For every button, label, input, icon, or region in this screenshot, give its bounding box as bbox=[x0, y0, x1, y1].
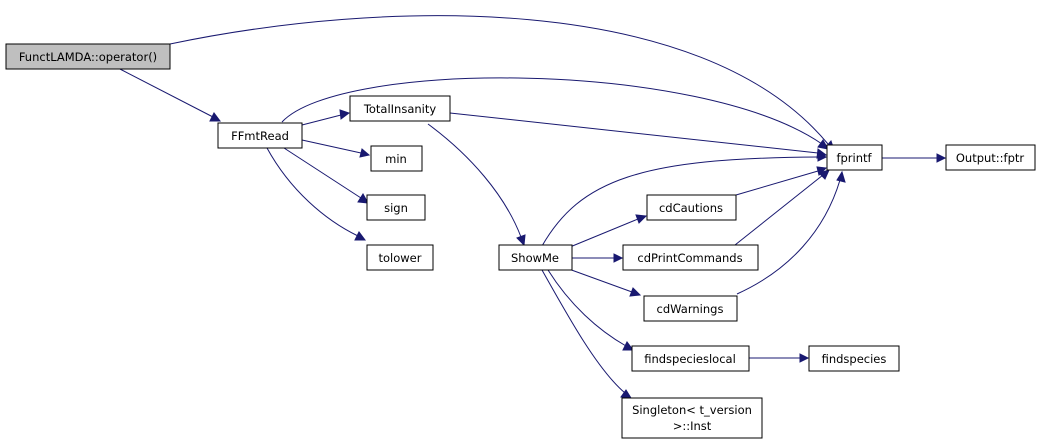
node-box bbox=[643, 295, 738, 322]
node-box bbox=[366, 194, 426, 221]
node-box bbox=[808, 345, 900, 372]
edge-showme-to-singleton bbox=[541, 269, 632, 399]
node-box bbox=[370, 145, 423, 172]
node-label: cdCautions bbox=[659, 201, 723, 215]
edge-totalinsanity-to-fprintf bbox=[449, 112, 828, 159]
edge-showme-to-cdcautions bbox=[569, 214, 648, 248]
edge-showme-to-fprintf bbox=[541, 152, 828, 247]
node-sign[interactable]: sign bbox=[366, 194, 426, 221]
edge-showme-to-cdwarnings bbox=[565, 267, 642, 297]
node-functlamda-operator[interactable]: FunctLAMDA::operator() bbox=[5, 43, 171, 70]
node-label: fprintf bbox=[836, 151, 872, 165]
node-box bbox=[826, 144, 883, 171]
node-fprintf[interactable]: fprintf bbox=[826, 144, 883, 171]
node-min[interactable]: min bbox=[370, 145, 423, 172]
edge-fprintf-to-output-fptr bbox=[882, 153, 947, 163]
node-singleton-inst[interactable]: Singleton< t_version >::Inst bbox=[621, 397, 763, 439]
node-box bbox=[5, 43, 171, 70]
node-label: sign bbox=[384, 201, 408, 215]
node-box bbox=[349, 95, 451, 122]
node-label: cdWarnings bbox=[657, 302, 724, 316]
edge-ffmtread-to-totalinsanity bbox=[301, 109, 351, 126]
edge-ffmtread-to-fprintf bbox=[281, 77, 829, 150]
node-findspecieslocal[interactable]: findspecieslocal bbox=[631, 345, 750, 372]
edge-root-to-ffmtread bbox=[117, 67, 221, 122]
edge-ffmtread-to-tolower bbox=[266, 147, 366, 241]
node-box bbox=[631, 345, 750, 372]
node-box bbox=[217, 122, 303, 149]
node-box bbox=[621, 397, 763, 439]
node-box bbox=[498, 244, 573, 271]
node-label: cdPrintCommands bbox=[637, 251, 742, 265]
node-box bbox=[366, 244, 434, 271]
node-label: FFmtRead bbox=[231, 129, 289, 143]
node-tolower[interactable]: tolower bbox=[366, 244, 434, 271]
edge-showme-to-cdprintcommands bbox=[572, 253, 624, 263]
node-label-line2: >::Inst bbox=[673, 419, 712, 433]
node-label: FunctLAMDA::operator() bbox=[19, 50, 157, 64]
edge-showme-to-findspecieslocal bbox=[547, 269, 634, 351]
node-showme[interactable]: ShowMe bbox=[498, 244, 573, 271]
node-cdprintcommands[interactable]: cdPrintCommands bbox=[622, 244, 759, 271]
node-label: tolower bbox=[379, 251, 422, 265]
node-label: Output::fptr bbox=[956, 151, 1025, 165]
edge-totalinsanity-to-showme bbox=[427, 123, 526, 247]
node-ffmtread[interactable]: FFmtRead bbox=[217, 122, 303, 149]
node-label: findspecies bbox=[822, 352, 887, 366]
node-cdcautions[interactable]: cdCautions bbox=[646, 194, 737, 221]
node-label: TotalInsanity bbox=[363, 102, 437, 116]
node-box bbox=[646, 194, 737, 221]
edge-ffmtread-to-sign bbox=[283, 147, 369, 204]
node-box bbox=[945, 144, 1036, 171]
edge-cdprintcommands-to-fprintf bbox=[734, 169, 830, 246]
node-cdwarnings[interactable]: cdWarnings bbox=[643, 295, 738, 322]
node-label: min bbox=[385, 152, 407, 166]
node-box bbox=[622, 244, 759, 271]
edge-ffmtread-to-min bbox=[301, 139, 371, 158]
node-totalinsanity[interactable]: TotalInsanity bbox=[349, 95, 451, 122]
edge-findspecieslocal-to-findspecies bbox=[749, 353, 810, 363]
node-label: ShowMe bbox=[511, 251, 559, 265]
node-findspecies[interactable]: findspecies bbox=[808, 345, 900, 372]
node-label: findspecieslocal bbox=[644, 352, 736, 366]
edge-cdwarnings-to-fprintf bbox=[736, 170, 846, 295]
node-label-line1: Singleton< t_version bbox=[632, 403, 752, 417]
edge-cdcautions-to-fprintf bbox=[735, 166, 828, 196]
node-output-fptr[interactable]: Output::fptr bbox=[945, 144, 1036, 171]
